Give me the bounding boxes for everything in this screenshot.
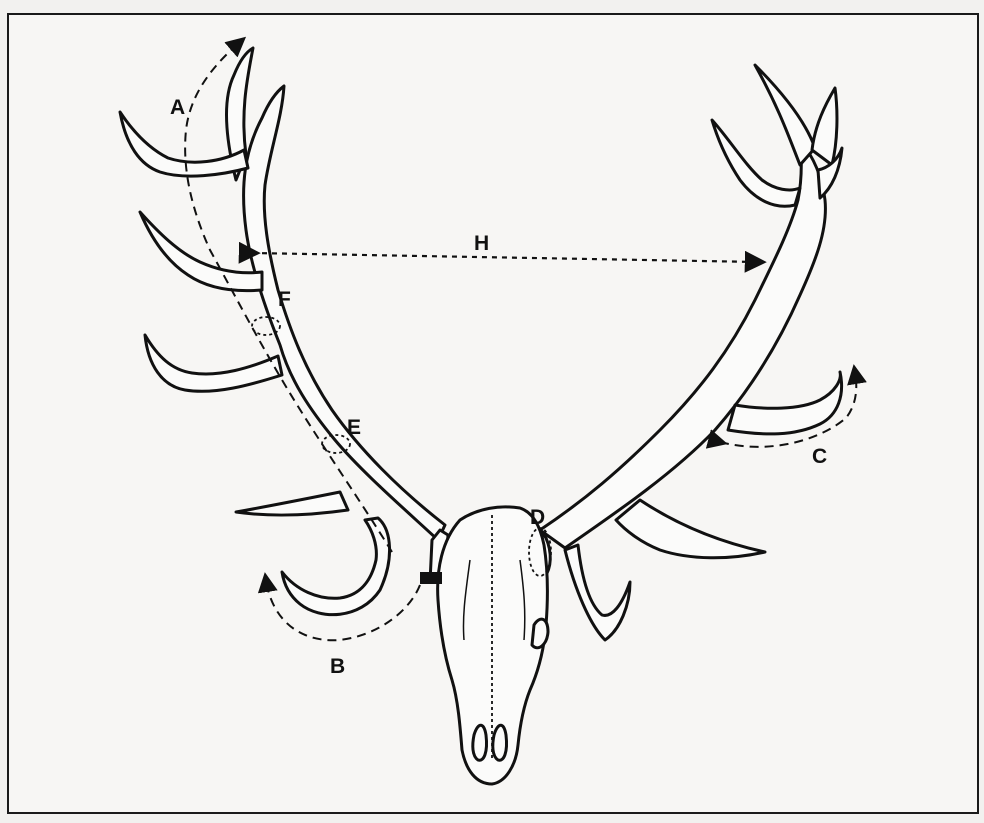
left-brow-tine bbox=[236, 492, 348, 515]
right-top-tine bbox=[755, 65, 815, 165]
measure-h-line bbox=[252, 253, 758, 262]
skull bbox=[438, 507, 548, 784]
right-antler bbox=[526, 65, 842, 640]
label-a: A bbox=[170, 96, 185, 119]
right-bez-tine bbox=[616, 500, 765, 558]
left-trez-tine bbox=[140, 212, 262, 291]
right-brow-tine bbox=[565, 545, 630, 640]
skull-left-nostril bbox=[473, 725, 487, 760]
left-burr-mark bbox=[420, 572, 442, 584]
label-h: H bbox=[474, 232, 489, 255]
skull-right-nostril bbox=[493, 725, 507, 760]
label-d: D bbox=[530, 506, 545, 529]
label-f: F bbox=[278, 288, 291, 311]
label-c: C bbox=[812, 445, 827, 468]
left-main-beam bbox=[244, 86, 445, 540]
label-b: B bbox=[330, 655, 345, 678]
skull-eye-socket bbox=[532, 619, 548, 648]
right-top-tine-2 bbox=[812, 88, 837, 165]
label-e: E bbox=[347, 416, 361, 439]
left-hook-tine bbox=[282, 518, 390, 615]
left-antler bbox=[120, 48, 448, 615]
